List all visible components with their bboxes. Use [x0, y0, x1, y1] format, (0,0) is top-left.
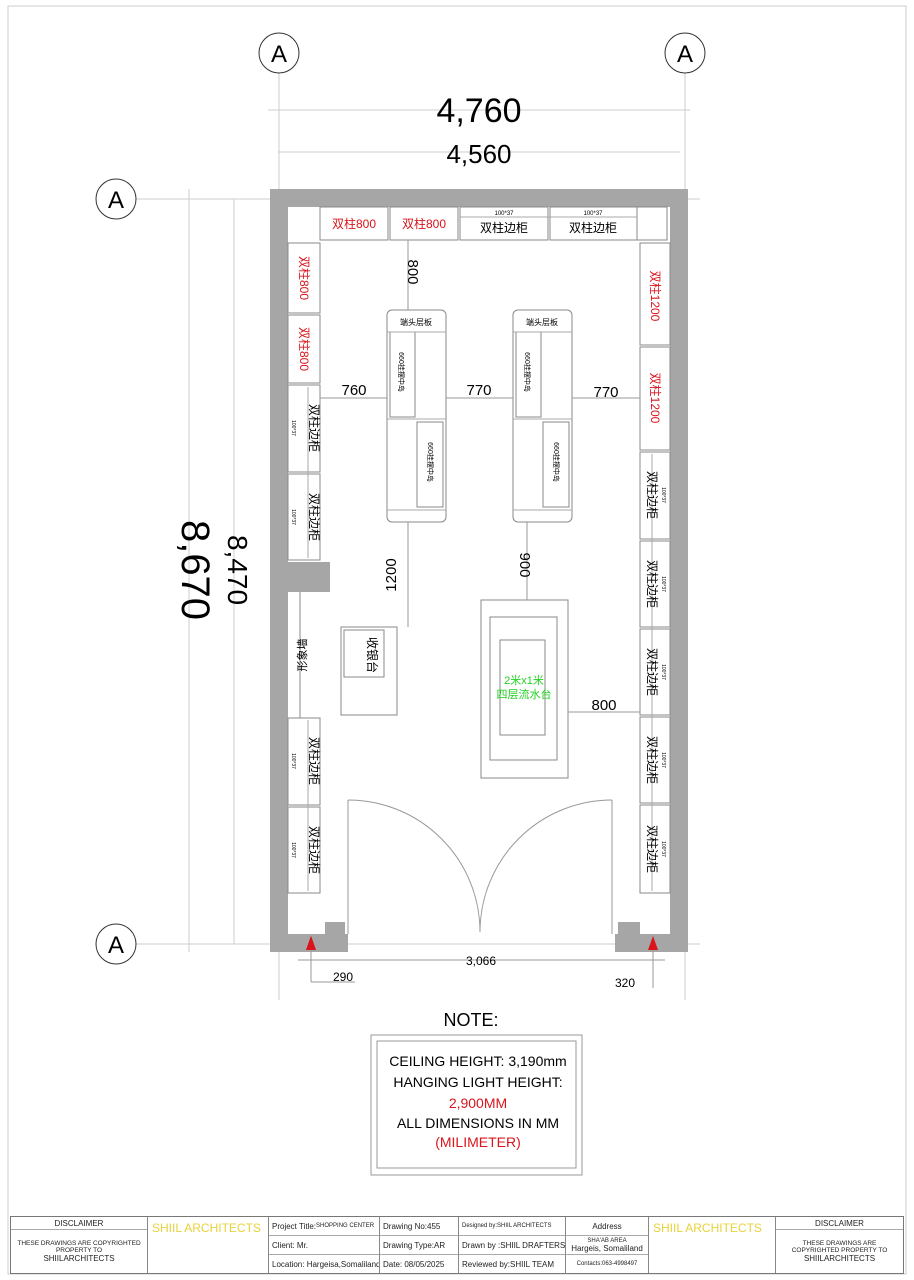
svg-text:100*37: 100*37 — [660, 841, 666, 857]
cabinet-right-6 — [639, 716, 671, 804]
table-label: 2米x1米 — [504, 674, 544, 687]
dim-overall-width: 4,760 — [436, 92, 521, 130]
cabinet-top-2 — [389, 206, 459, 241]
note-box — [370, 1034, 583, 1176]
note-line: CEILING HEIGHT: 3,190mm — [389, 1053, 566, 1069]
cabinet-label: 双柱边柜 — [645, 736, 660, 784]
grid-bubble: A — [95, 923, 137, 965]
cabinet-label: 双柱800 — [402, 216, 446, 231]
cabinet-right-4 — [639, 540, 671, 628]
brand-logo: SHIIL ARCHITECTS — [649, 1217, 776, 1273]
title-block: DISCLAIMER THESE DRAWINGS ARE COPYRIGHTE… — [10, 1216, 904, 1274]
svg-text:100*37: 100*37 — [660, 576, 666, 592]
cabinet-right-2 — [639, 346, 671, 451]
walls — [270, 189, 688, 952]
cabinet-label: 双柱边柜 — [307, 404, 322, 452]
cabinet-label: 双柱800 — [332, 216, 376, 231]
dim-top-gap: 800 — [404, 259, 421, 284]
grid-bubble: A — [95, 178, 137, 220]
island-end-label: 端头层板 — [526, 317, 558, 327]
note-line: HANGING LIGHT HEIGHT: — [393, 1074, 562, 1090]
cabinet-left-2 — [287, 314, 321, 384]
cabinet-label: 双柱1200 — [648, 373, 663, 424]
dim-inner-width: 4,560 — [446, 139, 511, 169]
cashier-label: 收银台 — [365, 637, 380, 673]
dim-right-pier: 320 — [615, 976, 635, 990]
island-label: 660挂摆中岛 — [552, 442, 561, 482]
cabinet-left-3 — [287, 384, 321, 473]
disclaimer-right: DISCLAIMER THESE DRAWINGS ARE COPYRIGHTE… — [776, 1217, 903, 1273]
cabinet-left-6 — [287, 806, 321, 894]
island-end-label: 端头层板 — [400, 317, 432, 327]
cabinet-label: 双柱1200 — [648, 271, 663, 322]
svg-text:A: A — [108, 187, 124, 214]
cabinet-label: 双柱边柜 — [569, 220, 617, 235]
cabinet-label: 双柱边柜 — [645, 560, 660, 608]
cabinet-right-5 — [639, 628, 671, 716]
image-wall-label: 形象墙 — [295, 639, 309, 672]
dim-gap-right-lower: 900 — [516, 552, 533, 577]
brand-logo: SHIIL ARCHITECTS — [148, 1217, 269, 1273]
dim-aisle-left: 760 — [341, 382, 366, 399]
cabinet-label: 双柱边柜 — [307, 826, 322, 874]
cabinet-spec: 100*37 — [583, 211, 603, 217]
sheet-border — [7, 5, 907, 1275]
svg-text:100*37: 100*37 — [660, 752, 666, 768]
double-door — [347, 799, 613, 934]
cabinet-label: 双柱边柜 — [480, 220, 528, 235]
svg-text:A: A — [677, 41, 693, 68]
cabinet-left-1 — [287, 242, 321, 314]
corner-block — [636, 206, 668, 241]
note-line: 2,900MM — [449, 1095, 507, 1111]
cabinet-label: 双柱800 — [297, 327, 312, 371]
entry-arrow-icon — [648, 936, 658, 950]
island-label: 660挂摆中岛 — [397, 352, 406, 392]
note-line: (MILIMETER) — [435, 1134, 521, 1150]
cabinet-label: 双柱边柜 — [307, 493, 322, 541]
cabinet-spec: 100*37 — [494, 211, 514, 217]
dim-inner-depth: 8,470 — [222, 535, 253, 605]
note-title: NOTE: — [443, 1010, 498, 1030]
svg-text:100*37: 100*37 — [290, 420, 296, 436]
cabinet-left-4 — [287, 473, 321, 561]
cabinet-right-7 — [639, 804, 671, 894]
cabinet-top-3 — [459, 206, 549, 241]
svg-text:100*37: 100*37 — [660, 664, 666, 680]
svg-text:100*37: 100*37 — [660, 487, 666, 503]
cabinet-right-3 — [639, 451, 671, 540]
svg-text:100*37: 100*37 — [290, 842, 296, 858]
cabinet-label: 双柱边柜 — [645, 648, 660, 696]
cabinet-top-1 — [319, 206, 389, 241]
dim-aisle-middle: 770 — [466, 382, 491, 399]
dim-gap-left-lower: 1200 — [383, 558, 400, 591]
cabinet-label: 双柱边柜 — [645, 471, 660, 519]
dim-table-wall: 800 — [591, 697, 616, 714]
island-label: 660挂摆中岛 — [426, 442, 435, 482]
cabinet-label: 双柱边柜 — [307, 737, 322, 785]
table-label: 四层流水台 — [497, 687, 552, 701]
cabinet-left-5 — [287, 717, 321, 806]
entry-arrow-icon — [306, 936, 316, 950]
svg-text:100*37: 100*37 — [290, 753, 296, 769]
island-label: 660挂摆中岛 — [523, 352, 532, 392]
grid-bubble: A — [664, 32, 706, 74]
cabinet-top-4 — [549, 206, 638, 241]
svg-text:100*37: 100*37 — [290, 509, 296, 525]
svg-text:A: A — [108, 932, 124, 959]
cabinet-label: 双柱边柜 — [645, 825, 660, 873]
dim-left-pier: 290 — [333, 970, 353, 984]
svg-text:A: A — [271, 41, 287, 68]
grid-bubble: A — [258, 32, 300, 74]
cabinet-right-1 — [639, 242, 671, 346]
dim-aisle-right: 770 — [593, 384, 618, 401]
cabinet-label: 双柱800 — [297, 256, 312, 300]
dim-door-width: 3,066 — [466, 954, 496, 968]
dim-overall-depth: 8,670 — [173, 520, 217, 620]
disclaimer-left: DISCLAIMER THESE DRAWINGS ARE COPYRIGHTE… — [11, 1217, 148, 1273]
note-line: ALL DIMENSIONS IN MM — [397, 1115, 559, 1131]
